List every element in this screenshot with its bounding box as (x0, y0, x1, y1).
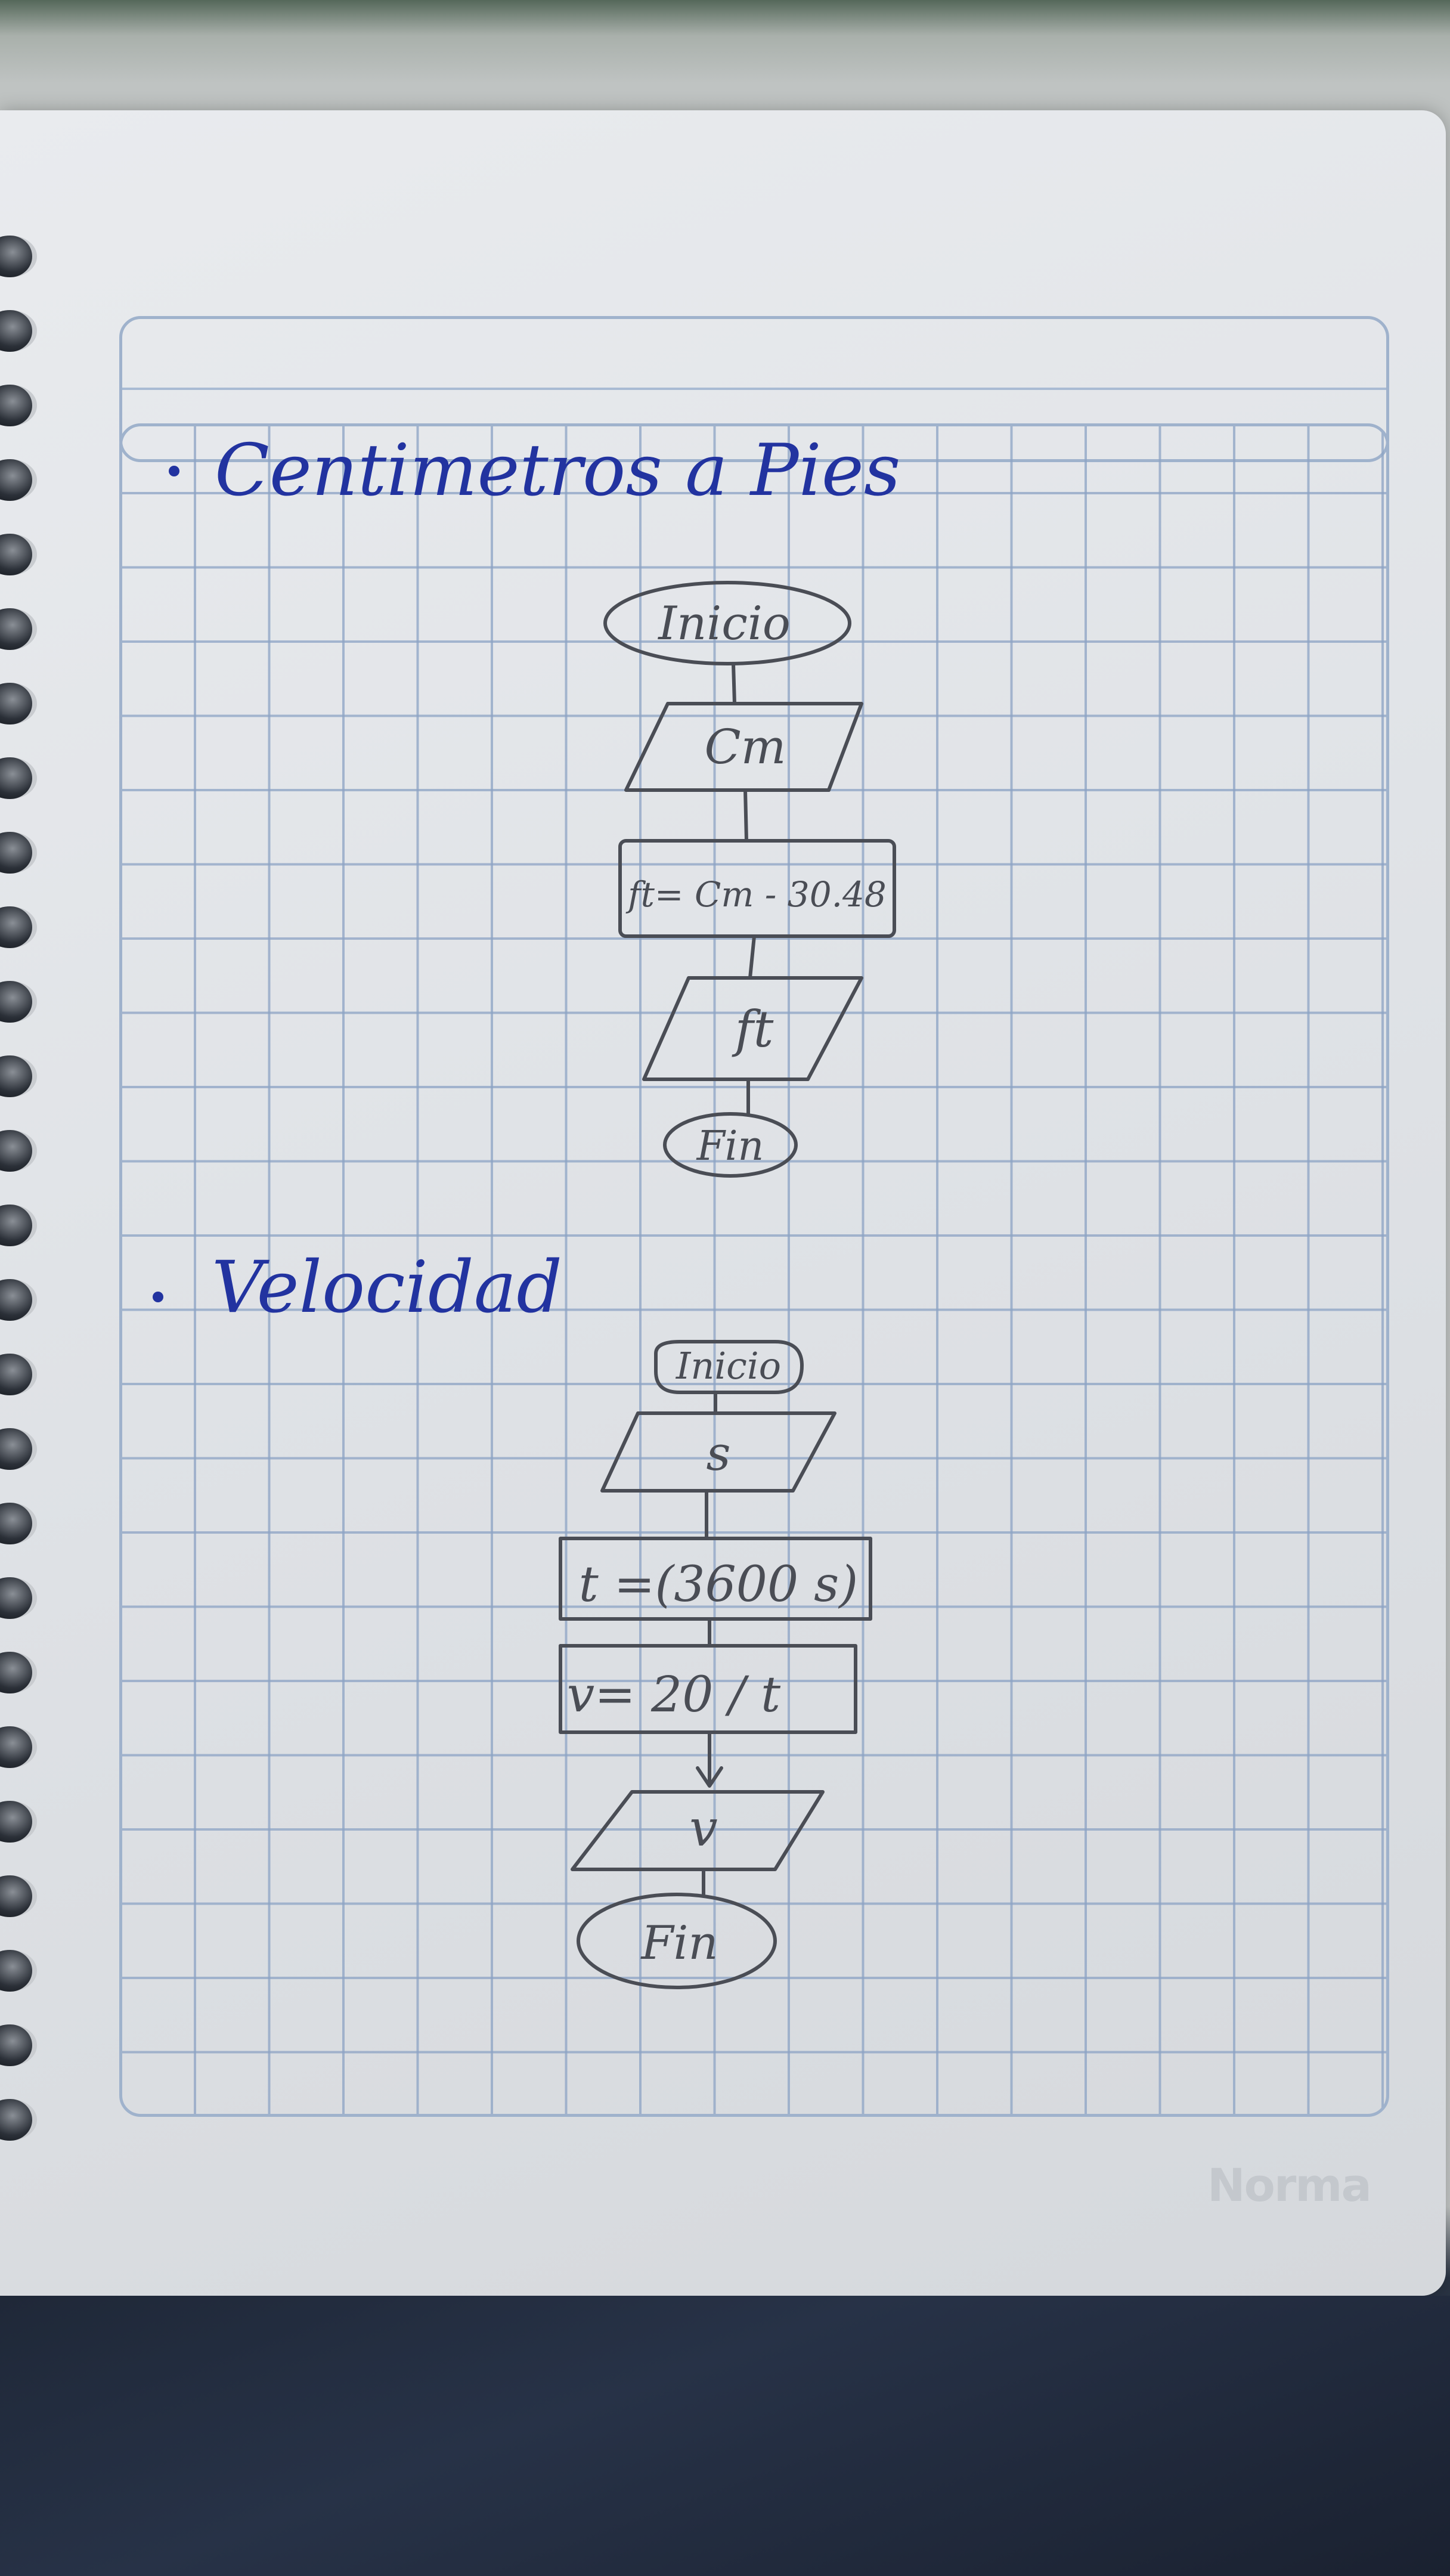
end-terminal (663, 1112, 798, 1178)
header-line (122, 388, 1386, 390)
process-rect (618, 839, 896, 938)
process-label: v= 20 / t (567, 1667, 781, 1723)
output-parallelogram (571, 1790, 825, 1871)
input-label: s (706, 1426, 730, 1481)
brand-logo: Norma (1207, 2159, 1372, 2212)
start-terminal (654, 1340, 804, 1394)
start-label: Inicio (676, 1344, 781, 1388)
bullet (169, 466, 179, 476)
input-parallelogram (624, 702, 863, 792)
connector (748, 934, 756, 980)
connector (743, 788, 748, 843)
end-terminal (577, 1893, 777, 1989)
output-parallelogram (642, 976, 863, 1081)
input-label: Cm (704, 719, 786, 775)
grid-area (119, 423, 1389, 2117)
start-terminal (603, 581, 851, 665)
notebook-page (0, 110, 1446, 2296)
process-label: t =(3600 s) (579, 1556, 859, 1613)
process-rect (559, 1537, 872, 1621)
output-label: ft (732, 1000, 774, 1058)
section-title: Velocidad (212, 1246, 562, 1329)
input-parallelogram (600, 1411, 836, 1493)
arrow-head (696, 1766, 723, 1788)
start-label: Inicio (657, 597, 791, 651)
end-label: Fin (696, 1123, 764, 1170)
end-label: Fin (640, 1916, 718, 1970)
section-title: Centimetros a Pies (215, 429, 901, 512)
process-label: ft= Cm - 30.48 (625, 874, 887, 915)
connector (732, 662, 736, 705)
fabric-background (0, 2296, 1450, 2576)
output-label: v (689, 1799, 717, 1857)
bullet (153, 1292, 163, 1302)
